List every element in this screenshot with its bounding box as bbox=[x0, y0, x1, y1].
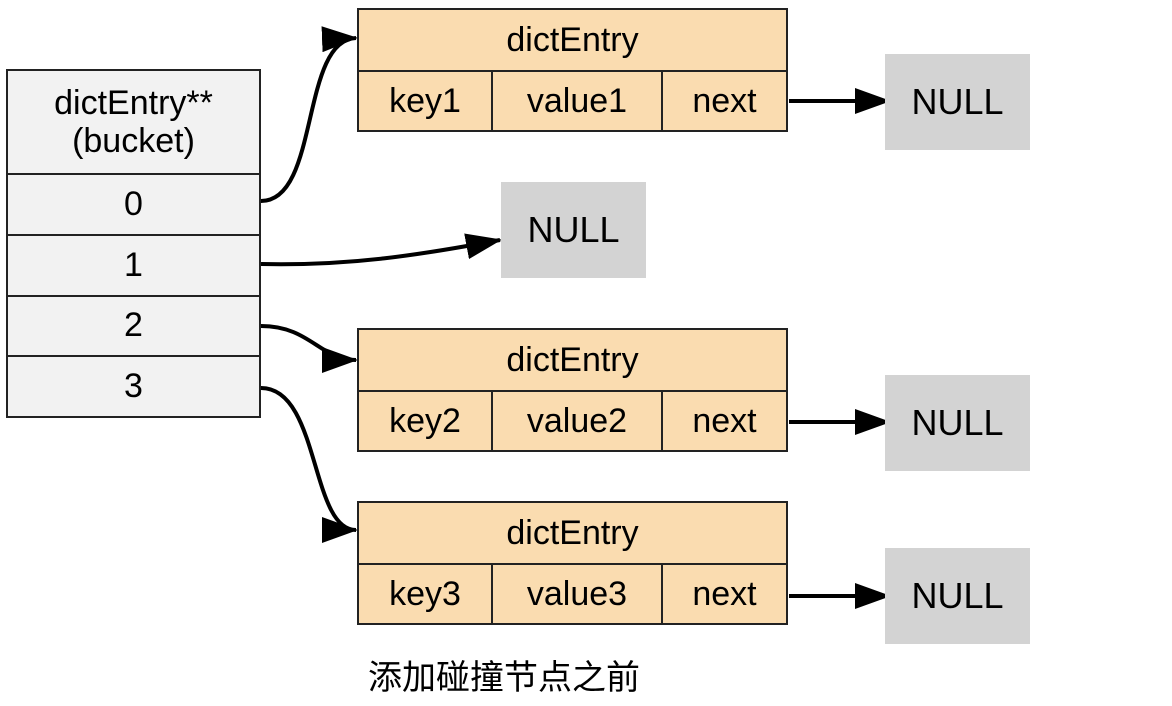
dict-entry-2: dictEntry key2 value2 next bbox=[357, 328, 788, 452]
entry-key: key3 bbox=[359, 565, 493, 623]
bucket-slot-1: 1 bbox=[8, 236, 259, 297]
dict-entry-3: dictEntry key3 value3 next bbox=[357, 501, 788, 625]
null-node-entry3: NULL bbox=[885, 548, 1030, 644]
bucket-slot-2: 2 bbox=[8, 297, 259, 358]
diagram-caption: 添加碰撞节点之前 bbox=[368, 658, 640, 698]
entry-title: dictEntry bbox=[359, 503, 786, 565]
entry-value: value3 bbox=[493, 565, 663, 623]
entry-next: next bbox=[692, 81, 757, 120]
entry-next: next bbox=[692, 574, 757, 613]
arrow-slot0-to-entry1 bbox=[260, 26, 358, 203]
entry-next: next bbox=[692, 401, 757, 440]
arrow-slot3-to-entry3 bbox=[260, 386, 358, 543]
null-node-entry2: NULL bbox=[885, 375, 1030, 471]
arrow-slot2-to-entry2 bbox=[260, 324, 358, 373]
null-node-entry1: NULL bbox=[885, 54, 1030, 150]
entry-value: value2 bbox=[493, 392, 663, 450]
bucket-type-label: dictEntry** bbox=[54, 84, 213, 122]
entry-key: key2 bbox=[359, 392, 493, 450]
entry-title: dictEntry bbox=[359, 10, 786, 72]
bucket-header: dictEntry** (bucket) bbox=[8, 71, 259, 175]
null-node-slot1: NULL bbox=[501, 182, 646, 278]
bucket-name-label: (bucket) bbox=[72, 122, 195, 160]
arrow-slot1-to-null bbox=[260, 233, 502, 267]
dict-entry-1: dictEntry key1 value1 next bbox=[357, 8, 788, 132]
bucket-slot-3: 3 bbox=[124, 367, 143, 406]
entry-title: dictEntry bbox=[359, 330, 786, 392]
bucket-array: dictEntry** (bucket) 0 1 2 3 bbox=[6, 69, 261, 418]
bucket-slot-0: 0 bbox=[8, 175, 259, 236]
entry-value: value1 bbox=[493, 72, 663, 130]
entry-key: key1 bbox=[359, 72, 493, 130]
